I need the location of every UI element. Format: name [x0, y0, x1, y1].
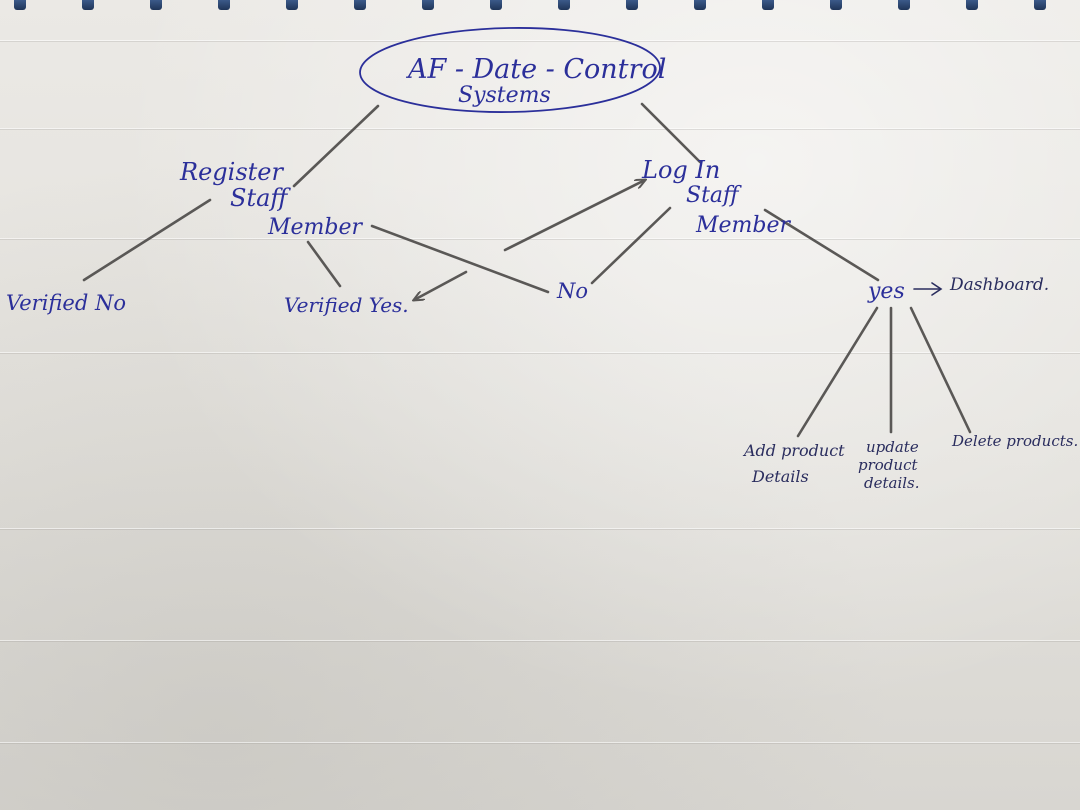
binding-ring	[82, 0, 94, 10]
binding-ring	[490, 0, 502, 10]
yes-label: yes	[867, 279, 905, 304]
arrow-to-login	[503, 180, 645, 252]
verified-no-label: Verified No	[6, 291, 126, 315]
binding-ring	[830, 0, 842, 10]
verified-yes-label: Verified Yes.	[284, 293, 409, 317]
edge-login-to-yes	[763, 208, 880, 282]
paper-fold	[0, 640, 1080, 641]
dashboard-arrowhead-icon	[931, 282, 943, 296]
paper-fold	[0, 238, 1080, 239]
register-label-line-3: Member	[267, 215, 364, 240]
binding-ring	[14, 0, 26, 10]
login-label-line-3: Member	[695, 213, 792, 238]
update-product-label-line-1: update	[866, 438, 919, 456]
login-label-line-1: Log In	[641, 156, 720, 184]
binding-ring	[218, 0, 230, 10]
binding-ring	[422, 0, 434, 10]
binding-ring	[898, 0, 910, 10]
add-product-label-line-1: Add product	[742, 441, 845, 460]
binding-ring	[626, 0, 638, 10]
paper-fold	[0, 40, 1080, 41]
edge-register-to-verified-no	[82, 198, 212, 282]
edge-yes-to-add-product	[796, 306, 879, 438]
register-label-line-2: Staff	[230, 184, 291, 212]
edge-register-to-no	[370, 224, 550, 294]
paper-fold	[0, 352, 1080, 353]
edge-title-to-register	[292, 104, 380, 188]
edge-login-to-no	[590, 206, 672, 285]
title-line-1: AF - Date - Control	[405, 54, 666, 85]
binding-ring	[762, 0, 774, 10]
binding-ring	[286, 0, 298, 10]
edge-title-to-login	[640, 102, 702, 164]
binding-ring	[354, 0, 366, 10]
paper-fold	[0, 528, 1080, 529]
add-product-label-line-2: Details	[751, 467, 809, 486]
binding-ring	[150, 0, 162, 10]
binding-ring	[694, 0, 706, 10]
register-label-line-1: Register	[179, 158, 284, 186]
binding-ring	[966, 0, 978, 10]
edge-yes-to-delete-products	[909, 306, 972, 434]
arrow-to-verified-yes	[414, 270, 468, 300]
spiral-binding	[0, 0, 1080, 14]
paper-fold	[0, 128, 1080, 129]
update-product-label-line-2: product	[858, 456, 918, 474]
binding-ring	[558, 0, 570, 10]
login-label-line-2: Staff	[686, 183, 742, 208]
update-product-label-line-3: details.	[864, 474, 920, 492]
title-ellipse	[359, 27, 661, 113]
paper-fold	[0, 742, 1080, 743]
delete-products-label: Delete products.	[951, 432, 1078, 450]
no-label: No	[556, 279, 588, 303]
dashboard-label: Dashboard.	[949, 275, 1049, 295]
title-line-2: Systems	[458, 83, 551, 108]
edge-register-to-verified-yes	[306, 240, 342, 288]
binding-ring	[1034, 0, 1046, 10]
